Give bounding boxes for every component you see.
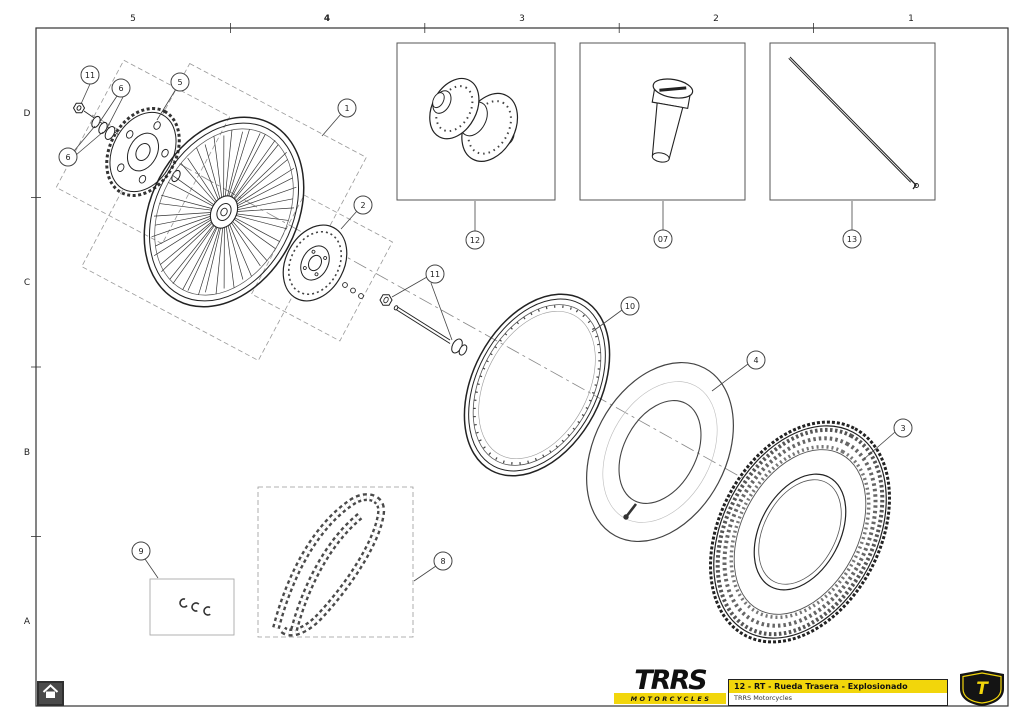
trrs-logo: TRRS MOTORCYCLES [614,665,726,704]
svg-text:8: 8 [440,557,445,566]
svg-text:T: T [976,679,989,699]
tube-valve-drawing [623,503,638,520]
trrs-shield-logo: T [957,669,1007,707]
callout-balloon-4: 4 [746,350,766,370]
callout-balloon-11b: 11 [425,264,445,284]
spoke-detail-box [769,42,936,201]
drawing-frame: 5 4 3 2 1 D C B A [24,14,1009,707]
callout-balloon-12: 12 [465,230,485,250]
nipple-detail-box [579,42,746,201]
circlips-drawing [149,578,235,636]
callout-balloon-10: 10 [620,296,640,316]
callout-leader-lines [73,83,896,582]
svg-text:11: 11 [430,270,440,279]
svg-text:9: 9 [138,547,143,556]
svg-text:6: 6 [65,153,70,162]
grid-row-label: C [24,278,30,288]
svg-text:10: 10 [625,302,635,311]
callout-balloon-07: 07 [653,229,673,249]
svg-text:6: 6 [118,84,123,93]
callout-balloon-2: 2 [353,195,373,215]
axle-nut-washers-drawing [72,102,139,149]
svg-text:2: 2 [360,201,365,210]
grid-row-label: A [24,617,31,627]
callout-balloon-9: 9 [131,541,151,561]
hub-detail-box [396,42,556,201]
callout-balloon-8: 8 [433,551,453,571]
callout-balloons: 11 6 5 6 1 2 12 07 13 11 10 4 3 9 8 [58,65,913,571]
svg-text:4: 4 [753,356,758,365]
svg-text:07: 07 [658,235,668,244]
svg-text:12: 12 [470,236,480,245]
rim-drawing [463,293,611,477]
axle-drawing [342,282,468,356]
home-icon [42,684,59,703]
callout-balloon-11: 11 [80,65,100,85]
chain-drawing [272,493,386,637]
axis-centerline [91,114,869,549]
home-button[interactable] [37,681,64,706]
grid-col-label: 3 [519,14,525,24]
grid-row-label: B [24,448,30,458]
grid-col-label: 2 [713,14,719,24]
grouping-boxes [55,59,414,638]
trrs-logo-subtext: MOTORCYCLES [614,693,726,704]
callout-balloon-1: 1 [337,98,357,118]
callout-balloon-6b: 6 [58,147,78,167]
svg-text:1: 1 [344,104,349,113]
grid-col-label: 1 [908,14,914,24]
svg-text:3: 3 [900,424,905,433]
svg-text:11: 11 [85,71,95,80]
trrs-logo-text: TRRS [634,665,707,696]
grid-col-label: 5 [130,14,136,24]
callout-balloon-13: 13 [842,229,862,249]
svg-text:5: 5 [177,78,182,87]
drawing-title: 12 - RT - Rueda Trasera - Explosionado [728,679,948,694]
inner-tube-drawing [586,361,734,543]
callout-balloon-5: 5 [170,72,190,92]
grid-col-label: 4 [324,14,330,24]
svg-text:13: 13 [847,235,857,244]
grid-row-label: D [24,109,31,119]
callout-balloon-3: 3 [893,418,913,438]
tire-drawing [709,420,891,644]
rear-wheel-drawing [121,103,327,321]
brake-disc-drawing [282,224,348,302]
callout-balloon-6: 6 [111,78,131,98]
sprocket-drawing [105,107,181,197]
company-name: TRRS Motorcycles [728,693,948,706]
